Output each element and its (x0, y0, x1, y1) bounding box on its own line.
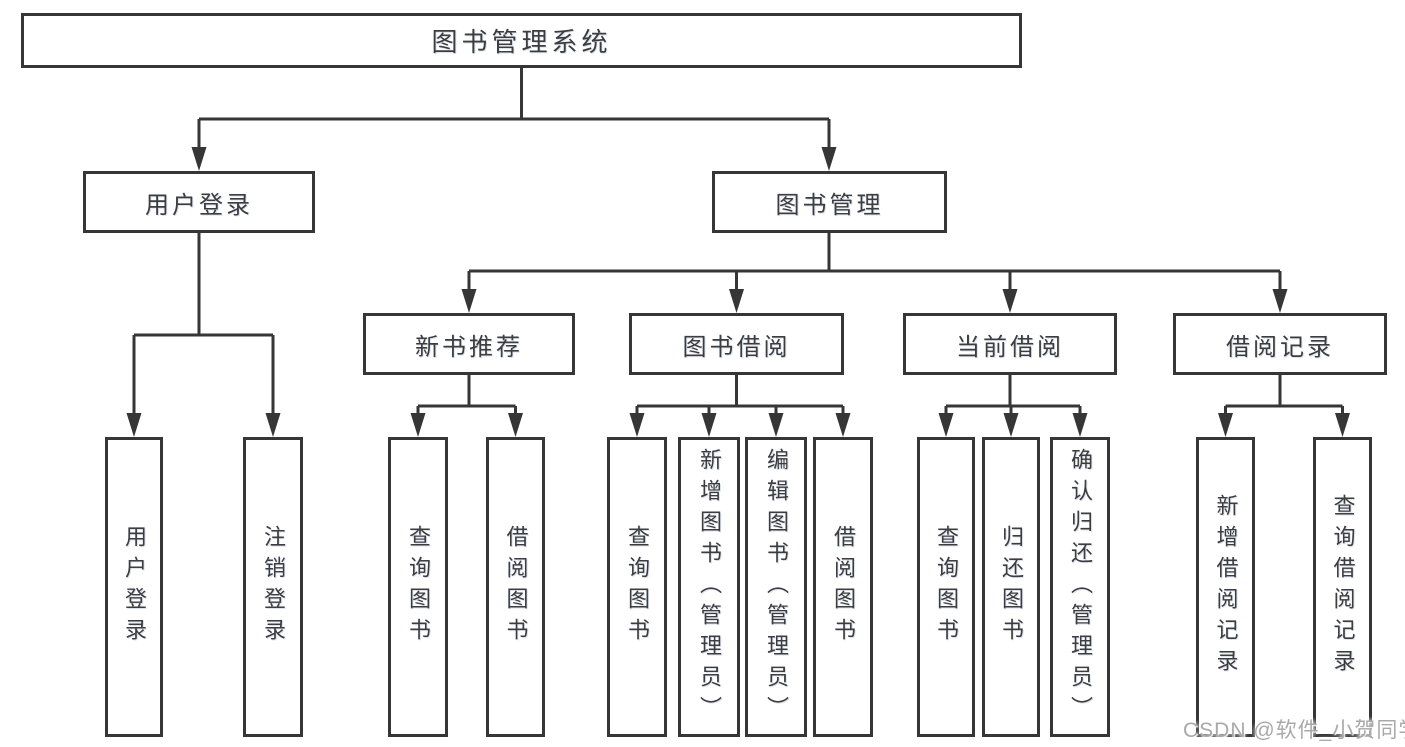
node-label: 当前借阅 (956, 333, 1064, 361)
leaf-label: 查询图书 (406, 525, 431, 649)
leaf-label: 查询借阅记录 (1330, 494, 1356, 680)
node-label: 新书推荐 (415, 333, 523, 361)
leaf-label: 确认归还（管理员） (1068, 447, 1093, 727)
node-label: 用户登录 (145, 191, 253, 219)
leaf-return-books: 归还图书 (982, 437, 1040, 737)
leaf-borrow-books-recommend: 借阅图书 (486, 437, 545, 737)
node-label: 图书管理 (775, 191, 884, 219)
node-root-library-management-system: 图书管理系统 (21, 13, 1022, 68)
leaf-label: 注销登录 (261, 525, 286, 649)
leaf-label: 新增图书（管理员） (697, 447, 722, 727)
leaf-user-login: 用户登录 (105, 437, 163, 737)
leaf-borrow-books: 借阅图书 (813, 437, 873, 737)
csdn-watermark: CSDN @软件_小贺同学 (1183, 719, 1405, 742)
node-new-book-recommend: 新书推荐 (363, 313, 575, 375)
leaf-add-borrow-record: 新增借阅记录 (1196, 437, 1255, 737)
leaf-label: 查询图书 (625, 525, 650, 649)
node-label: 借阅记录 (1226, 333, 1334, 361)
leaf-label: 借阅图书 (831, 525, 856, 649)
node-label: 图书借阅 (682, 333, 791, 361)
leaf-logout: 注销登录 (243, 437, 303, 737)
leaf-query-borrow-record: 查询借阅记录 (1313, 437, 1372, 737)
leaf-query-books-recommend: 查询图书 (388, 437, 448, 737)
node-user-login-branch: 用户登录 (83, 171, 315, 233)
leaf-label: 借阅图书 (503, 525, 529, 649)
leaf-query-books-current: 查询图书 (917, 437, 975, 737)
node-book-borrow: 图书借阅 (629, 313, 844, 375)
node-book-management-branch: 图书管理 (712, 171, 947, 233)
leaf-label: 归还图书 (999, 525, 1024, 649)
leaf-label: 新增借阅记录 (1213, 494, 1239, 680)
leaf-label: 查询图书 (934, 525, 959, 649)
leaf-label: 编辑图书（管理员） (764, 447, 789, 727)
node-borrow-records: 借阅记录 (1173, 313, 1387, 375)
leaf-confirm-return-admin: 确认归还（管理员） (1050, 437, 1110, 737)
leaf-add-books-admin: 新增图书（管理员） (678, 437, 740, 737)
node-current-borrow: 当前借阅 (903, 313, 1117, 375)
leaf-query-books-borrow: 查询图书 (607, 437, 667, 737)
leaf-label: 用户登录 (122, 525, 147, 649)
node-label: 图书管理系统 (431, 27, 612, 57)
leaf-edit-books-admin: 编辑图书（管理员） (745, 437, 807, 737)
